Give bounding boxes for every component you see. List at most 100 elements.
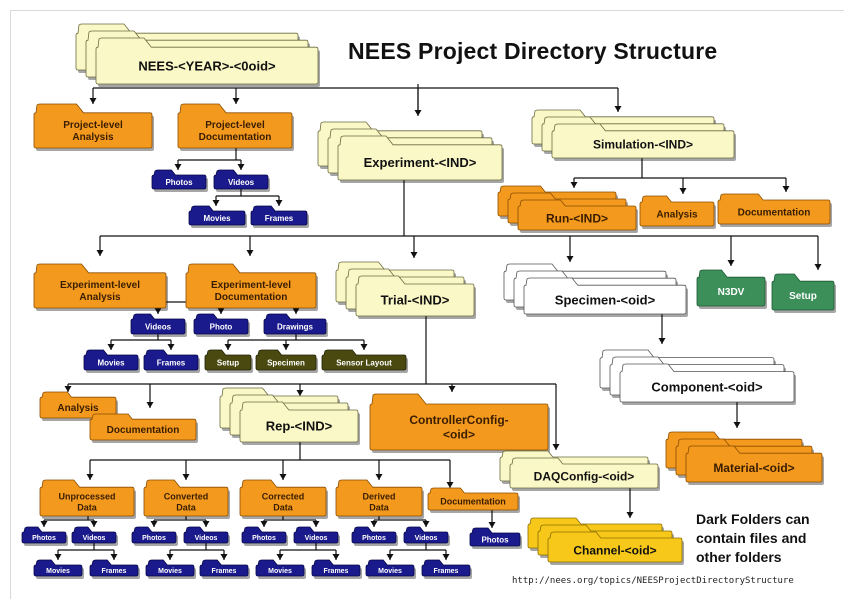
folder-label: Photos — [32, 535, 56, 542]
folder-icon — [335, 479, 423, 517]
setup-folder: Setup — [771, 273, 836, 313]
folder-label: Videos — [228, 178, 255, 187]
proj-photos-folder: Photos — [151, 169, 208, 192]
folder-label: Trial-<IND> — [381, 293, 450, 308]
folder-label: Documentation — [215, 292, 288, 303]
folder-label: Photos — [142, 535, 166, 542]
folder-label: Analysis — [79, 292, 121, 303]
arrowhead — [217, 308, 225, 314]
folder-label: Sensor Layout — [336, 358, 392, 367]
folder-label: Documentation — [199, 132, 272, 143]
proj-videos-folder: Videos — [213, 169, 270, 192]
arrowhead — [296, 390, 304, 396]
folder-icon — [177, 103, 293, 149]
folder-label: Videos — [145, 322, 172, 331]
folder-label: Frames — [434, 568, 459, 575]
folder-icon — [83, 349, 139, 371]
specimen-folder: Specimen-<oid> — [503, 263, 688, 317]
arrowhead — [167, 344, 175, 350]
draw-specimen-folder: Specimen — [255, 349, 318, 373]
folder-icon — [427, 487, 519, 511]
n3dv-folder: N3DV — [696, 269, 767, 309]
folder-label: Frames — [102, 568, 127, 575]
folder-label: Analysis — [72, 132, 114, 143]
arrowhead — [626, 512, 634, 518]
arrowhead — [182, 474, 190, 480]
source-url: http://nees.org/topics/NEESProjectDirect… — [512, 576, 794, 586]
arrowhead — [260, 521, 268, 527]
folder-label: Movies — [97, 358, 125, 367]
trial-documentation-folder: Documentation — [89, 413, 198, 443]
folder-label: Rep-<IND> — [266, 419, 333, 434]
folder-label: Movies — [158, 568, 182, 575]
folder-label: Experiment-<IND> — [364, 155, 477, 170]
folder-icon — [130, 313, 186, 335]
arrowhead — [422, 521, 430, 527]
folder-icon — [696, 269, 766, 307]
arrowhead — [96, 250, 104, 256]
folder-icon — [255, 349, 317, 371]
sim-documentation-folder: Documentation — [717, 193, 832, 227]
con-videos-folder: Videos — [183, 526, 230, 546]
unp-frames-folder: Frames — [89, 559, 140, 579]
folder-icon — [199, 559, 249, 577]
folder-icon — [469, 527, 521, 547]
unp-photos-folder: Photos — [21, 526, 68, 546]
folder-icon — [403, 526, 449, 544]
folder-label: Setup — [217, 358, 239, 367]
folder-icon — [547, 531, 683, 563]
folder-icon — [71, 526, 117, 544]
folder-label: Data — [369, 502, 390, 512]
folder-icon — [293, 526, 339, 544]
folder-label: <oid> — [443, 428, 475, 442]
arrowhead — [220, 554, 228, 560]
arrowhead — [448, 386, 456, 392]
folder-icon — [311, 559, 361, 577]
folder-label: Movies — [46, 568, 70, 575]
arrowhead — [232, 98, 240, 104]
folder-icon — [21, 526, 67, 544]
arrowhead — [150, 521, 158, 527]
folder-label: Data — [77, 502, 98, 512]
arrowhead — [154, 308, 162, 314]
folder-icon — [685, 445, 823, 483]
arrowhead — [279, 474, 287, 480]
legend-note-line: Dark Folders can — [696, 511, 810, 527]
channel-folder: Channel-<oid> — [527, 517, 684, 565]
exp-photo-folder: Photo — [193, 313, 250, 337]
folder-label: Videos — [415, 535, 438, 542]
arrowhead — [237, 164, 245, 170]
folder-icon — [204, 349, 252, 371]
arrowhead — [110, 554, 118, 560]
arrowhead — [370, 521, 378, 527]
folder-label: Documentation — [440, 497, 506, 507]
arrowhead — [679, 188, 687, 194]
folder-label: Movies — [378, 568, 402, 575]
arrowhead — [282, 344, 290, 350]
folder-label: Converted — [164, 491, 209, 501]
folder-icon — [255, 559, 305, 577]
cor-videos-folder: Videos — [293, 526, 340, 546]
arrowhead — [174, 164, 182, 170]
cor-frames-folder: Frames — [311, 559, 362, 579]
folder-icon — [250, 205, 308, 226]
folder-icon — [421, 559, 471, 577]
folder-label: Frames — [212, 568, 237, 575]
cor-photos-folder: Photos — [241, 526, 288, 546]
folder-label: DAQConfig-<oid> — [534, 469, 635, 483]
folder-icon — [517, 199, 637, 231]
sim-analysis-folder: Analysis — [639, 195, 716, 229]
folder-icon — [188, 205, 246, 226]
folder-icon — [351, 526, 397, 544]
folder-icon — [365, 559, 415, 577]
draw-sensor-layout-folder: Sensor Layout — [321, 349, 408, 373]
folder-label: Component-<oid> — [651, 379, 763, 394]
arrowhead — [107, 344, 115, 350]
proj-movies-folder: Movies — [188, 205, 247, 228]
run-folder: Run-<IND> — [497, 185, 638, 233]
folder-label: Photos — [252, 535, 276, 542]
arrowhead — [375, 474, 383, 480]
